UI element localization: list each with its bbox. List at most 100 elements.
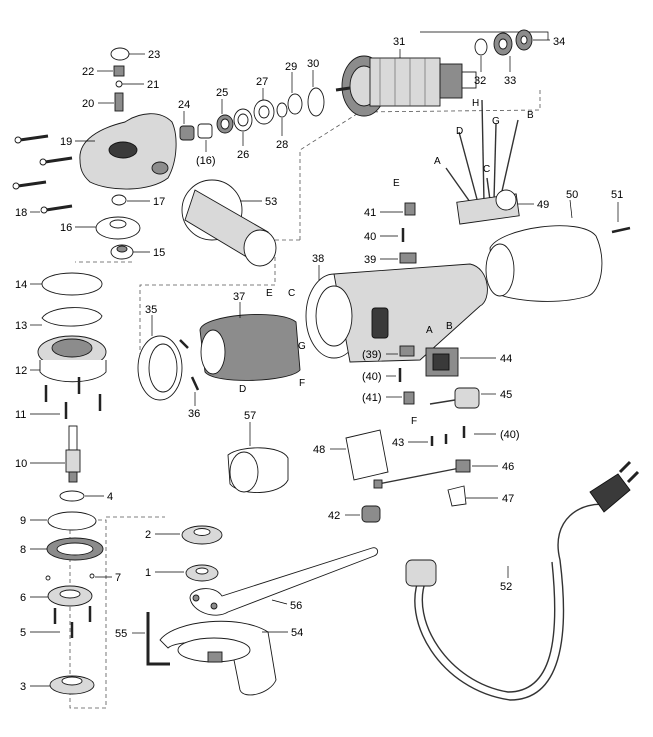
label-30: 30: [307, 58, 319, 70]
part-20-spindle-lock: [98, 92, 124, 112]
label-41-paren: (41): [362, 392, 382, 404]
label-35: 35: [145, 304, 157, 316]
label-26: 26: [237, 149, 249, 161]
part-42-strain-relief: [345, 505, 381, 523]
wire-label-stator-d: D: [239, 384, 246, 395]
label-47: 47: [502, 493, 514, 505]
label-25: 25: [216, 87, 228, 99]
label-12: 12: [15, 365, 27, 377]
part-39-brush-holder: [380, 252, 417, 264]
wire-label-top-d: D: [456, 126, 463, 137]
label-46: 46: [502, 461, 514, 473]
label-33: 33: [504, 75, 516, 87]
part-16-flange: [75, 216, 141, 240]
label-16-paren: (16): [196, 155, 216, 167]
label-27: 27: [256, 76, 268, 88]
part-3-flange-nut: [30, 675, 95, 695]
label-8: 8: [20, 544, 26, 556]
wire-label-switch-f: F: [411, 416, 417, 427]
part-54-wheel-guard: [159, 620, 288, 696]
part-28-washer: [276, 102, 288, 136]
part-31-armature: [335, 31, 549, 117]
part-56-spanner: [189, 547, 379, 616]
part-27-bearing: [253, 88, 275, 125]
label-40-paren-2: (40): [500, 429, 520, 441]
label-31: 31: [393, 36, 405, 48]
label-1: 1: [145, 567, 151, 579]
part-25-bearing: [216, 99, 234, 134]
part-57-cover: [227, 422, 289, 493]
wire-label-top-h: H: [472, 98, 479, 109]
label-7: 7: [115, 572, 121, 584]
part-36-screw: [190, 376, 200, 406]
label-13: 13: [15, 320, 27, 332]
wire-letter-labels: H D G B A C E E C G D F A B F: [239, 98, 534, 427]
part-53-side-handle: [181, 179, 277, 267]
label-42: 42: [328, 510, 340, 522]
label-23: 23: [148, 49, 160, 61]
label-34: 34: [553, 36, 565, 48]
part-26-ring: [233, 108, 253, 146]
part-15-bearing: [110, 244, 150, 260]
label-14: 14: [15, 279, 27, 291]
wire-label-top-c: C: [483, 164, 490, 175]
label-11: 11: [15, 409, 26, 421]
label-38: 38: [312, 253, 324, 265]
part-33-bearing: [493, 32, 513, 72]
label-48: 48: [313, 444, 325, 456]
label-40: 40: [364, 231, 376, 243]
part-47-clip: [447, 485, 498, 507]
label-22: 22: [82, 66, 94, 78]
part-38-motor-housing: [305, 263, 488, 363]
part-51-screw: [611, 202, 631, 234]
part-29-spring-washer: [287, 72, 303, 115]
part-44-switch: [425, 347, 496, 377]
label-54: 54: [291, 627, 303, 639]
part-8-serrated-ring: [30, 537, 104, 561]
part-4-washer: [59, 490, 104, 502]
label-44: 44: [500, 353, 512, 365]
part-48-cable-clamp: [330, 429, 389, 481]
wire-label-top-e: E: [393, 178, 400, 189]
label-53: 53: [265, 196, 277, 208]
part-36-screw-top: [179, 339, 189, 349]
part-37-stator: [199, 302, 301, 381]
part-52-power-cable: [405, 460, 640, 701]
part-46-wire-harness: [373, 459, 498, 489]
wire-label-top-g: G: [492, 116, 500, 127]
part-22-spring: [97, 65, 125, 77]
label-6: 6: [20, 592, 26, 604]
part-23-cap: [110, 47, 145, 61]
part-12-bearing-flange: [30, 335, 107, 383]
part-14-o-ring: [30, 272, 103, 296]
part-43-screws: [408, 426, 496, 446]
label-40-paren: (40): [362, 371, 382, 383]
part-50-housing-cap: [485, 199, 603, 302]
part-5-screws: [30, 606, 92, 638]
part-45-electronics: [429, 387, 496, 409]
label-19: 19: [60, 136, 72, 148]
label-57: 57: [244, 410, 256, 422]
part-55-hex-key: [132, 612, 170, 666]
wire-label-top-a: A: [434, 156, 441, 167]
label-17: 17: [153, 196, 165, 208]
label-10: 10: [15, 458, 27, 470]
label-55: 55: [115, 628, 127, 640]
label-18: 18: [15, 207, 27, 219]
label-28: 28: [276, 139, 288, 151]
part-32-bearing: [474, 38, 488, 72]
wire-label-stator-c: C: [288, 288, 295, 299]
wire-label-top-b: B: [527, 110, 534, 121]
label-56: 56: [290, 600, 302, 612]
part-21-pin: [115, 80, 144, 88]
part-1-outer-flange: [155, 564, 219, 582]
label-39-paren: (39): [362, 349, 382, 361]
part-18-screws: [12, 134, 73, 214]
part-7-balls: [45, 573, 112, 581]
wire-label-stator-g: G: [298, 341, 306, 352]
label-52: 52: [500, 581, 512, 593]
label-3: 3: [20, 681, 26, 693]
label-49: 49: [537, 199, 549, 211]
label-24: 24: [178, 99, 190, 111]
